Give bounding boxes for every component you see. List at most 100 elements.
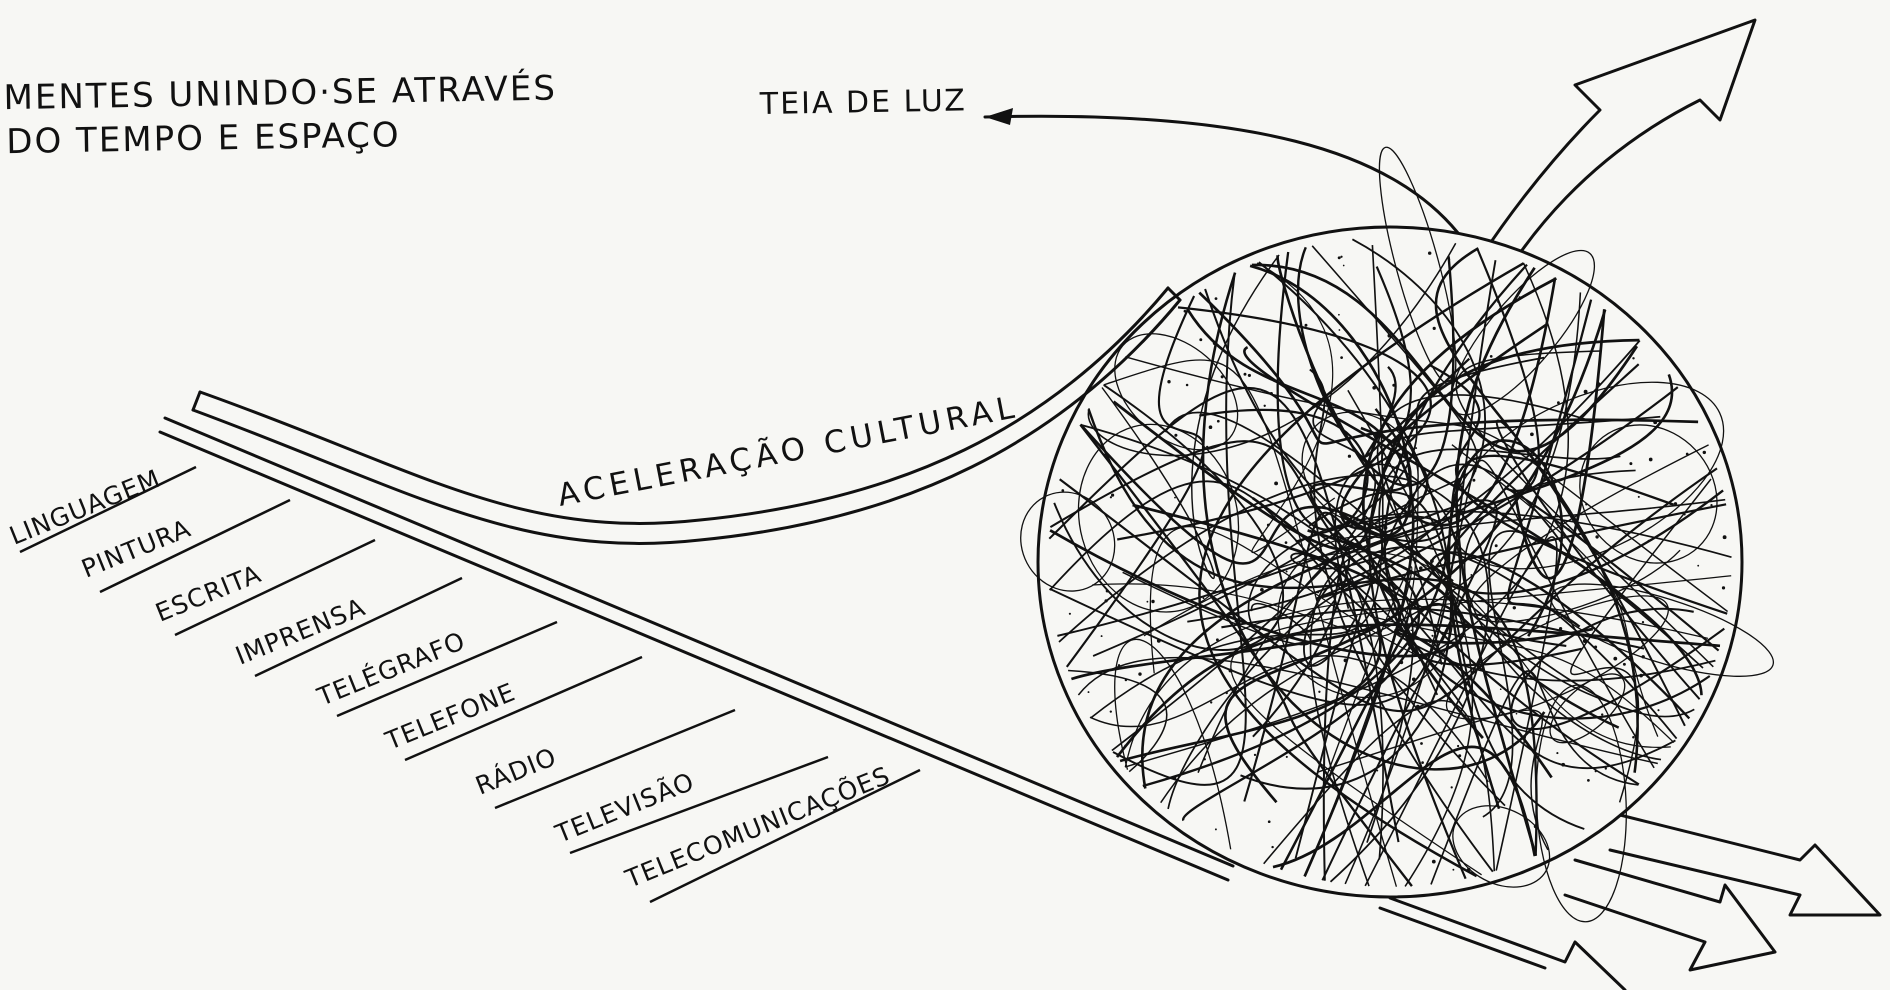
stipple-dot: [1216, 419, 1220, 423]
web-label-connector: [983, 114, 1460, 235]
stipple-dot: [1546, 621, 1548, 623]
stipple-dot: [1530, 432, 1534, 437]
stipple-dot: [1415, 704, 1420, 709]
sphere-stipple: [1061, 251, 1727, 872]
web-line: [1340, 323, 1547, 530]
stipple-dot: [1431, 634, 1434, 637]
web-line: [1240, 261, 1453, 790]
stipple-dot: [1392, 468, 1395, 472]
stipple-dot: [1484, 509, 1488, 513]
web-line: [1112, 272, 1247, 786]
web-line: [1080, 423, 1676, 770]
stipple-dot: [1318, 690, 1321, 693]
stipple-dot: [1247, 373, 1251, 377]
stipple-dot: [1419, 566, 1423, 570]
stipple-dot: [1225, 691, 1228, 695]
web-line: [1048, 386, 1400, 843]
web-line: [1092, 356, 1545, 657]
web-line: [1070, 503, 1401, 681]
technology-rule: [174, 538, 376, 637]
stipple-dot: [1138, 672, 1142, 676]
technology-rule: [649, 768, 921, 904]
web-line: [1119, 497, 1382, 763]
web-line: [1364, 536, 1558, 887]
web-line: [1089, 245, 1384, 719]
stipple-dot: [1474, 469, 1477, 473]
stipple-dot: [1381, 735, 1384, 738]
stipple-dot: [1512, 606, 1516, 610]
sphere-web-lines: [1020, 146, 1775, 923]
stipple-dot: [1556, 752, 1559, 755]
stipple-dot: [1104, 599, 1108, 603]
acceleration-track-outer: [198, 286, 1170, 525]
web-line: [1570, 478, 1712, 803]
stipple-dot: [1387, 333, 1392, 338]
outgoing-arrows: [1378, 813, 1882, 990]
stipple-dot: [1321, 519, 1324, 521]
stipple-dot: [1458, 754, 1462, 758]
stipple-dot: [1613, 656, 1618, 661]
web-line: [1290, 339, 1641, 708]
stipple-dot: [1583, 389, 1588, 394]
web-loop: [1579, 424, 1718, 564]
web-line: [1347, 389, 1474, 887]
stipple-dot: [1410, 629, 1413, 632]
stipple-dot: [1485, 618, 1488, 621]
web-loop: [1535, 684, 1627, 923]
stipple-dot: [1372, 385, 1377, 390]
stipple-dot: [1639, 673, 1643, 678]
stipple-dot: [1203, 758, 1206, 761]
stipple-dot: [1587, 779, 1590, 782]
stipple-dot: [1596, 382, 1601, 387]
stipple-dot: [1408, 581, 1411, 584]
stipple-dot: [1487, 628, 1490, 631]
stipple-dot: [1383, 525, 1388, 530]
web-loop: [1450, 249, 1596, 416]
web-line: [1476, 247, 1720, 652]
stipple-dot: [1376, 769, 1379, 772]
stipple-dot: [1173, 776, 1177, 780]
web-line: [1318, 709, 1549, 851]
technology-rule: [254, 576, 463, 678]
outgoing-arrow-bottom: [1378, 896, 1627, 990]
technology-label: RÁDIO: [471, 742, 560, 801]
stipple-dot: [1316, 590, 1320, 594]
stipple-dot: [1452, 868, 1455, 871]
stipple-dot: [1109, 496, 1112, 499]
technology-rule: [19, 465, 197, 554]
stipple-dot: [1561, 762, 1566, 767]
web-line: [1143, 551, 1671, 748]
stipple-dot: [1285, 570, 1288, 573]
stipple-dot: [1212, 341, 1217, 346]
stipple-dot: [1183, 309, 1187, 313]
stipple-dot: [1269, 391, 1273, 396]
stipple-dot: [1340, 255, 1343, 258]
stipple-dot: [1208, 425, 1213, 430]
title-block: MENTES UNINDO·SE ATRAVÉS DO TEMPO E ESPA…: [3, 68, 557, 163]
stipple-dot: [1338, 313, 1340, 316]
stipple-dot: [1263, 404, 1266, 407]
stipple-dot: [1145, 631, 1148, 634]
web-loop: [1077, 423, 1240, 613]
web-line: [1057, 499, 1498, 881]
web-loop: [1020, 491, 1116, 592]
technology-rule: [336, 620, 558, 718]
stipple-dot: [1402, 439, 1405, 442]
stipple-dot: [1472, 478, 1476, 482]
stipple-dot: [1493, 598, 1495, 601]
web-line: [1361, 277, 1557, 740]
stipple-dot: [1653, 420, 1658, 425]
stipple-dot: [1637, 495, 1640, 498]
stipple-dot: [1327, 625, 1330, 628]
stipple-dot: [1167, 380, 1171, 384]
stipple-dot: [1499, 688, 1502, 691]
acceleration-track-ends: [191, 286, 1182, 412]
stipple-dot: [1604, 767, 1607, 770]
web-line: [1430, 670, 1639, 885]
stipple-dot: [1657, 709, 1660, 712]
stipple-dot: [1291, 597, 1295, 601]
stipple-dot: [1697, 564, 1700, 567]
stipple-dot: [1205, 628, 1208, 632]
web-line: [1141, 373, 1674, 789]
